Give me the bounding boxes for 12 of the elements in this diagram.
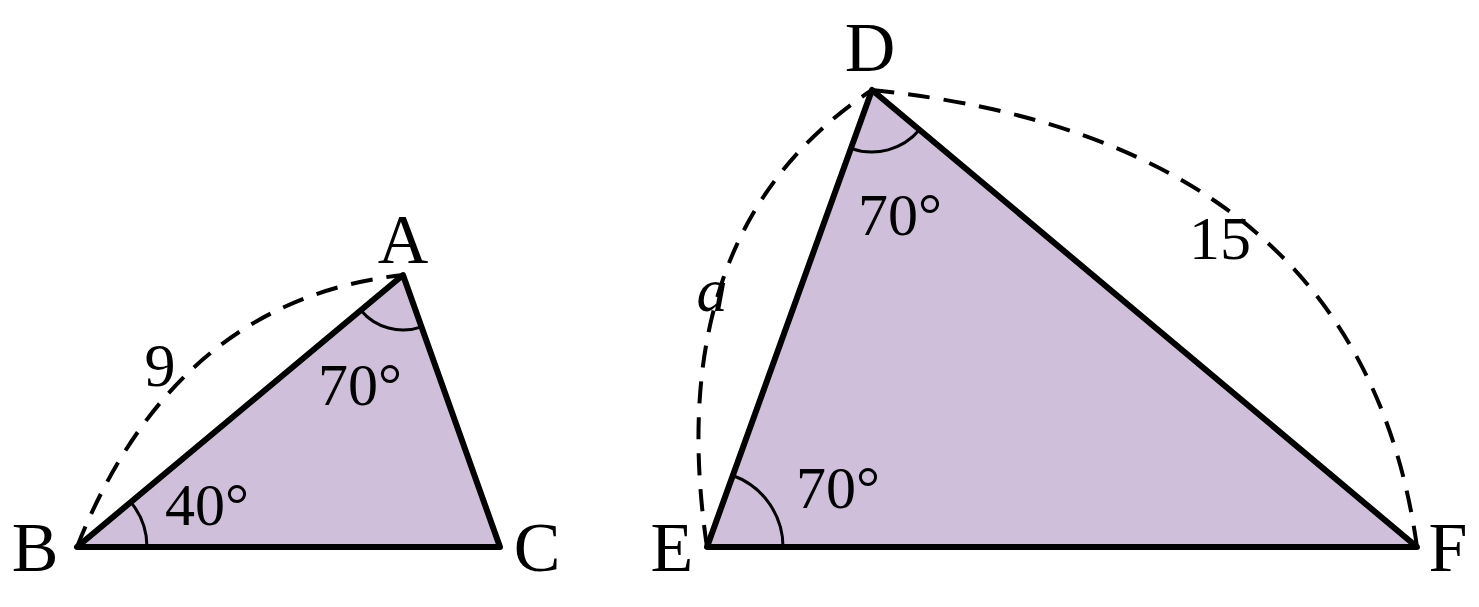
angle-label: 70°: [858, 185, 942, 245]
vertex-label: C: [513, 513, 561, 583]
side-length-label: 9: [144, 334, 176, 396]
angle-label: 70°: [318, 355, 402, 415]
vertex-label: B: [11, 513, 59, 583]
angle-label: 40°: [165, 475, 249, 535]
vertex-label: E: [650, 513, 694, 583]
vertex-label: D: [844, 13, 896, 83]
vertex-label: F: [1428, 513, 1468, 583]
side-length-label: 15: [1189, 207, 1251, 269]
vertex-label: A: [377, 205, 429, 275]
angle-label: 70°: [796, 458, 880, 518]
